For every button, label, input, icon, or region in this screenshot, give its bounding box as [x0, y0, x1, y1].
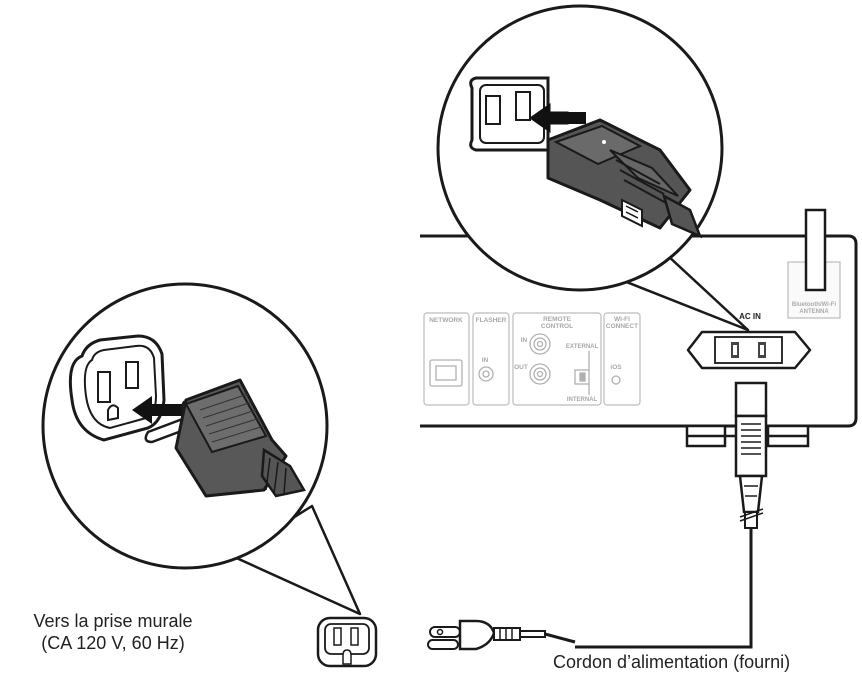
remote-in-label: IN	[521, 337, 528, 344]
ethernet-port-icon	[429, 359, 463, 387]
ac-inlet: AC IN	[686, 312, 812, 370]
cord-caption: Cordon d’alimentation (fourni)	[553, 652, 791, 672]
wall-outlet-icon	[316, 616, 378, 668]
connector-labels: NETWORK FLASHER IN REMOTE CONTROL IN OUT…	[429, 316, 638, 403]
remote-label-1: REMOTE	[543, 316, 571, 323]
flasher-in-label: IN	[482, 357, 489, 364]
rear-panel	[420, 234, 858, 448]
antenna-label-2: ANTENNA	[799, 309, 829, 315]
antenna: Bluetooth/Wi-Fi ANTENNA	[787, 208, 841, 319]
flasher-label: FLASHER	[476, 317, 507, 324]
internal-label: INTERNAL	[567, 397, 598, 403]
flasher-jack-icon	[478, 366, 494, 382]
ac-in-label: AC IN	[739, 312, 761, 321]
remote-in-jack-icon	[529, 333, 551, 355]
iec-plug	[734, 381, 768, 529]
wifi-label-2: CONNECT	[606, 323, 638, 330]
power-cord	[575, 528, 753, 649]
outlet-caption-line1: Vers la prise murale	[33, 611, 193, 631]
external-label: EXTERNAL	[566, 344, 599, 350]
network-label: NETWORK	[429, 317, 463, 324]
small-plug-icon	[427, 619, 576, 651]
connector-ports	[429, 333, 621, 395]
remote-out-label: OUT	[514, 364, 528, 371]
outlet-caption-line2: (CA 120 V, 60 Hz)	[41, 633, 185, 653]
zoom-callout-top	[436, 4, 750, 332]
outlet-caption: Vers la prise murale (CA 120 V, 60 Hz)	[6, 610, 220, 654]
remote-switch-icon	[574, 369, 590, 385]
cord-tick-marks	[739, 508, 764, 522]
dot-pattern	[516, 384, 556, 402]
antenna-label-1: Bluetooth/Wi-Fi	[792, 302, 837, 308]
wifi-label-1: WI-FI	[614, 316, 630, 323]
remote-label-2: CONTROL	[541, 323, 573, 330]
remote-out-jack-icon	[529, 363, 551, 385]
zoom-callout-left	[41, 282, 362, 616]
ios-label: iOS	[610, 364, 622, 371]
wifi-connect-button-icon	[611, 375, 621, 385]
connector-sections	[423, 312, 641, 406]
